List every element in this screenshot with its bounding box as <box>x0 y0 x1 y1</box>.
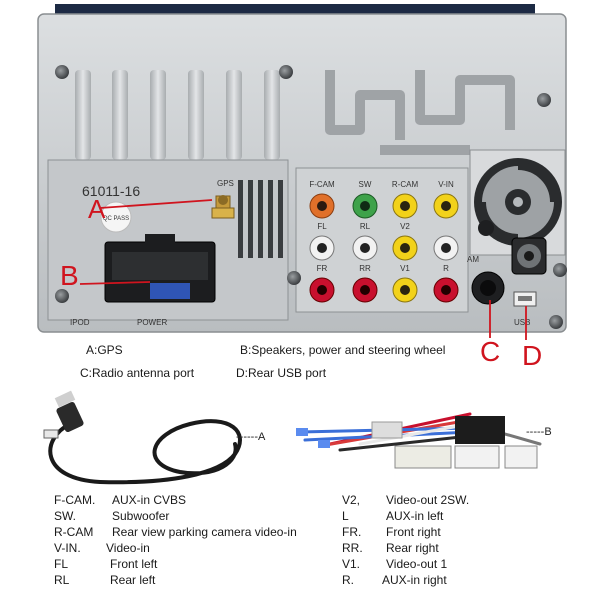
wiring-harness <box>296 412 542 469</box>
legend-value: AUX-in left <box>386 509 444 523</box>
rca-label-v2: V2 <box>400 222 410 231</box>
rca-label-r: R <box>443 264 449 273</box>
rca-jack-rr <box>352 277 378 303</box>
legend-value: Video-out 1 <box>386 557 448 571</box>
legend-value: Rear right <box>386 541 439 555</box>
callout-letter-c: C <box>480 336 501 367</box>
harness-small-connector <box>504 445 538 469</box>
legend-value: Front right <box>386 525 441 539</box>
legend-value: Front left <box>110 557 158 571</box>
date-code-text: 61011-16 <box>82 183 140 199</box>
legend-key: F-CAM. <box>54 493 96 507</box>
harness-socket <box>104 234 216 303</box>
rca-jack-sw <box>352 193 378 219</box>
rca-label-f-cam: F-CAM <box>309 180 335 189</box>
rca-jack-f-cam <box>309 193 335 219</box>
usb-port <box>513 291 537 307</box>
cable-end-connector <box>43 429 59 439</box>
harness-white-connector <box>394 445 452 469</box>
legend-key: FL <box>54 557 69 571</box>
legend-value: AUX-in CVBS <box>112 493 187 507</box>
chassis-screws <box>55 65 567 329</box>
legend-value: Rear view parking camera video-in <box>112 525 297 539</box>
rca-jack-fr <box>309 277 335 303</box>
legend-key: R. <box>342 573 354 587</box>
rca-jack-l <box>433 235 459 261</box>
fan-grille <box>469 149 566 256</box>
qc-sticker-text: QC PASS <box>103 216 129 222</box>
legend-value: AUX-in right <box>382 573 447 587</box>
rca-label-v1: V1 <box>400 264 410 273</box>
callout-line-b <box>79 281 151 285</box>
harness-black-block <box>455 416 505 444</box>
rca-jack-v-in <box>433 193 459 219</box>
cable-label-a: ------A <box>236 431 266 443</box>
unit-rear-panel-photo: 61011-16 QC PASS GPS IPOD POWER USB F-CA… <box>37 4 567 340</box>
legend-key: R-CAM <box>54 525 94 539</box>
vent-slots <box>238 180 283 258</box>
legend-key: L <box>342 509 349 523</box>
embossed-pattern <box>325 70 515 155</box>
rca-label-fr: FR <box>317 264 328 273</box>
legend-key: V1. <box>342 557 361 571</box>
accessories-photo <box>43 390 542 485</box>
power-label: POWER <box>137 318 167 327</box>
rca-label-rl: RL <box>360 222 371 231</box>
ipod-cable <box>48 419 242 485</box>
caption-a: A:GPS <box>86 343 123 357</box>
legend-key: V2, <box>342 493 361 507</box>
legend-value: Video-in <box>106 541 150 555</box>
callout-letter-a: A <box>88 194 106 224</box>
legend-key: RR. <box>342 541 363 555</box>
rca-port-labels: F-CAM SW R-CAM V-IN FL RL V2 AM FR RR V1… <box>309 180 479 273</box>
rca-jack-fl <box>309 235 335 261</box>
rca-label-am: AM <box>467 255 479 264</box>
harness-blue-plug <box>296 428 308 436</box>
ipod-connector <box>54 390 84 433</box>
rca-jack-rl <box>352 235 378 261</box>
legend-value: Video-out 2SW. <box>386 493 470 507</box>
caption-c: C:Radio antenna port <box>80 366 195 380</box>
rca-label-fl: FL <box>317 222 327 231</box>
rca-label-rr: RR <box>359 264 371 273</box>
gps-port-label: GPS <box>217 179 234 188</box>
rca-label-v-in: V-IN <box>438 180 454 189</box>
rca-jack-v1 <box>392 277 418 303</box>
am-antenna-port <box>471 220 505 305</box>
callout-line-a <box>99 199 213 209</box>
rca-jack-v2 <box>392 235 418 261</box>
gps-connector <box>211 195 235 219</box>
rca-label-sw: SW <box>359 180 372 189</box>
legend-key: SW. <box>54 509 77 523</box>
callout-letter-d: D <box>522 340 543 371</box>
callout-lines <box>79 199 527 340</box>
legend-key: V-IN. <box>54 541 81 555</box>
usb-label: USB <box>514 318 530 327</box>
legend-key: RL <box>54 573 70 587</box>
caption-b: B:Speakers, power and steering wheel <box>240 343 446 357</box>
rca-jack-r-cam <box>392 193 418 219</box>
rca-label-r-cam: R-CAM <box>392 180 419 189</box>
legend-key: FR. <box>342 525 362 539</box>
radio-antenna-connector <box>511 237 547 275</box>
chassis-ribs <box>75 70 280 160</box>
ipod-label: IPOD <box>70 318 90 327</box>
harness-main-connector <box>454 445 500 469</box>
legend-value: Rear left <box>110 573 156 587</box>
qc-sticker <box>100 201 132 233</box>
rca-jack-r <box>433 277 459 303</box>
callout-letter-b: B <box>60 260 79 291</box>
legend-value: Subwoofer <box>112 509 170 523</box>
caption-d: D:Rear USB port <box>236 366 327 380</box>
rca-jacks <box>309 193 459 303</box>
harness-label-b: -----B <box>526 426 552 438</box>
